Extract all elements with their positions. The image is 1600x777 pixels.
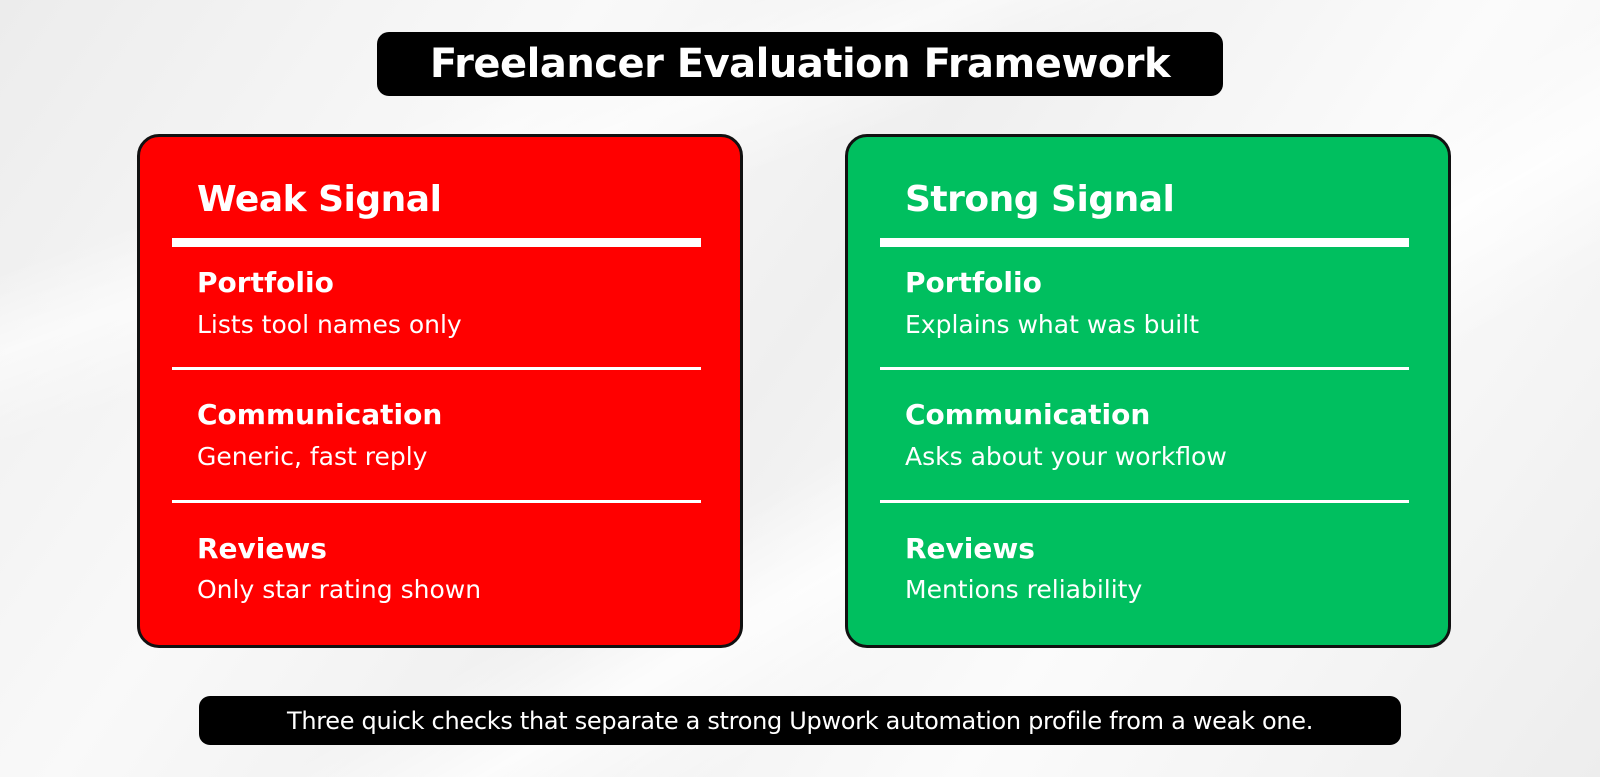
- panel-heading: Weak Signal: [197, 179, 442, 220]
- row-title: Communication: [905, 398, 1151, 431]
- row-description: Only star rating shown: [197, 575, 482, 604]
- strong-signal-panel: Strong Signal Portfolio Explains what wa…: [845, 134, 1451, 648]
- row-description: Asks about your workflow: [905, 442, 1227, 471]
- row-title: Communication: [197, 398, 443, 431]
- weak-signal-panel: Weak Signal Portfolio Lists tool names o…: [137, 134, 743, 648]
- page-title: Freelancer Evaluation Framework: [429, 41, 1171, 87]
- heading-divider: [172, 238, 701, 247]
- panel-heading: Strong Signal: [905, 179, 1175, 220]
- row-description: Mentions reliability: [905, 575, 1143, 604]
- row-description: Explains what was built: [905, 310, 1199, 339]
- row-description: Lists tool names only: [197, 310, 462, 339]
- row-title: Reviews: [197, 532, 327, 565]
- row-divider: [172, 500, 701, 503]
- row-divider: [172, 367, 701, 370]
- row-divider: [880, 500, 1409, 503]
- caption-text: Three quick checks that separate a stron…: [286, 706, 1314, 735]
- heading-divider: [880, 238, 1409, 247]
- row-divider: [880, 367, 1409, 370]
- row-description: Generic, fast reply: [197, 442, 428, 471]
- row-title: Portfolio: [197, 266, 334, 299]
- row-title: Reviews: [905, 532, 1035, 565]
- caption-banner: Three quick checks that separate a stron…: [199, 696, 1401, 745]
- title-banner: Freelancer Evaluation Framework: [377, 32, 1223, 96]
- row-title: Portfolio: [905, 266, 1042, 299]
